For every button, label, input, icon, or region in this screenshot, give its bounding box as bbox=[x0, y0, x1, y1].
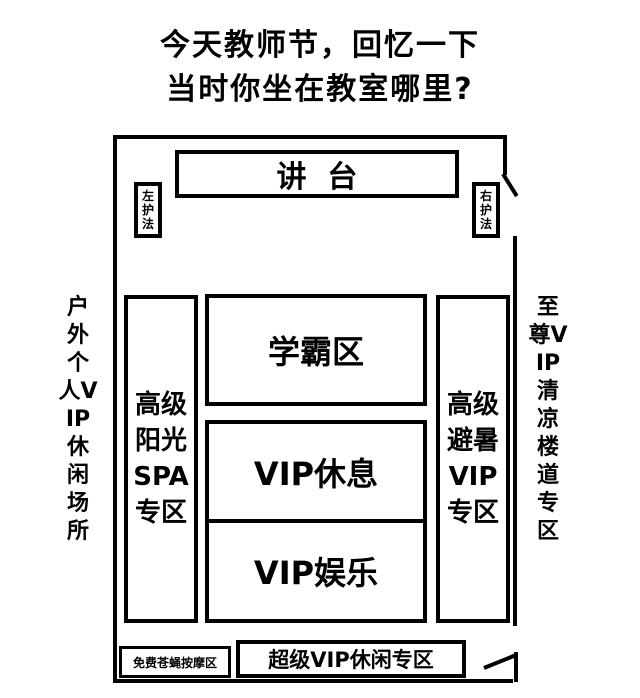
back-left-zone: 免费苍蝇按摩区 bbox=[119, 646, 231, 678]
middle-rest-zone: VIP休息 bbox=[205, 420, 427, 524]
podium: 讲 台 bbox=[175, 150, 459, 198]
front-door bbox=[501, 172, 519, 198]
left-wall bbox=[113, 135, 117, 683]
back-door-frame bbox=[514, 652, 518, 682]
left-column-zone: 高级阳光SPA专区 bbox=[124, 295, 198, 623]
outside-right-label: 至尊VIP清凉楼道专区 bbox=[528, 295, 568, 544]
outside-left-label: 户外个人VIP休闲场所 bbox=[58, 295, 98, 544]
top-wall bbox=[113, 135, 507, 139]
back-right-zone: 超级VIP休闲专区 bbox=[236, 640, 466, 678]
bottom-fun-zone: VIP娱乐 bbox=[205, 519, 427, 623]
title-line-1: 今天教师节，回忆一下 bbox=[160, 28, 480, 63]
top-student-zone: 学霸区 bbox=[205, 294, 427, 406]
left-guard-seat: 左护法 bbox=[134, 182, 162, 238]
right-wall-lower bbox=[513, 236, 517, 626]
right-guard-seat: 右护法 bbox=[472, 182, 500, 238]
back-door bbox=[483, 653, 517, 670]
bottom-wall bbox=[113, 679, 513, 683]
title-line-2: 当时你坐在教室哪里? bbox=[166, 72, 474, 107]
right-column-zone: 高级避暑VIP专区 bbox=[436, 295, 510, 623]
right-wall-upper bbox=[503, 135, 507, 175]
